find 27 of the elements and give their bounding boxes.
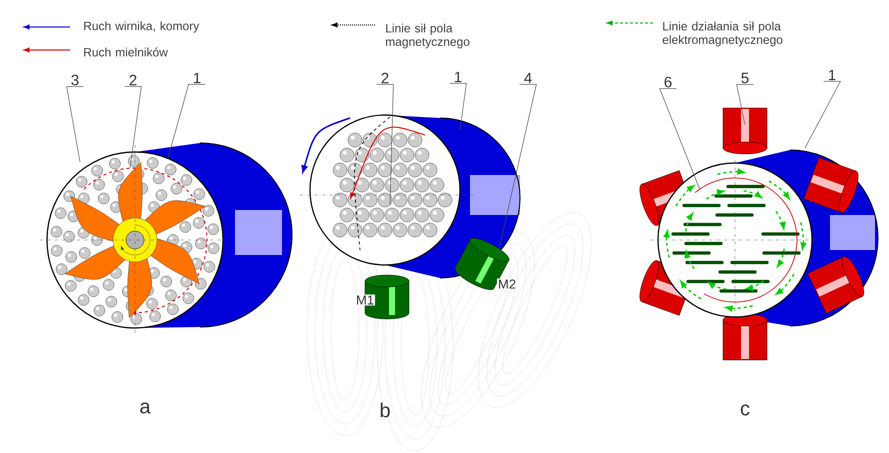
legend-text: Linie działania sił pola elektromagnetycznego [662, 22, 782, 46]
callout-number: 1 [194, 72, 200, 84]
leader-line [376, 84, 394, 206]
callout-number: 6 [664, 76, 672, 88]
callout-number: 4 [524, 72, 532, 84]
part-label: M1 [354, 294, 376, 306]
leader-line [66, 86, 84, 162]
leader-line [736, 84, 754, 126]
legend-text: Linie sił pola magnetycznego [386, 24, 470, 48]
leader-line [449, 83, 467, 130]
callout-number: 2 [130, 74, 136, 86]
callout-number: 3 [71, 74, 79, 86]
callout-number: 1 [454, 72, 462, 82]
leader-line [804, 81, 841, 148]
leader-line [168, 84, 206, 158]
legend-text: Ruch mielników [84, 48, 168, 56]
part-label: M2 [496, 278, 518, 290]
panel-letter: b [378, 402, 392, 418]
panel-letter: c [739, 404, 751, 416]
leader-line [659, 88, 700, 190]
callout-number: 2 [382, 72, 388, 84]
leader-line [496, 84, 537, 258]
callout-number: 5 [741, 72, 749, 84]
callout-number: 1 [828, 70, 836, 80]
leader-line [124, 86, 142, 168]
panel-letter: a [138, 402, 152, 414]
legend-text: Ruch wirnika, komory [84, 21, 200, 33]
